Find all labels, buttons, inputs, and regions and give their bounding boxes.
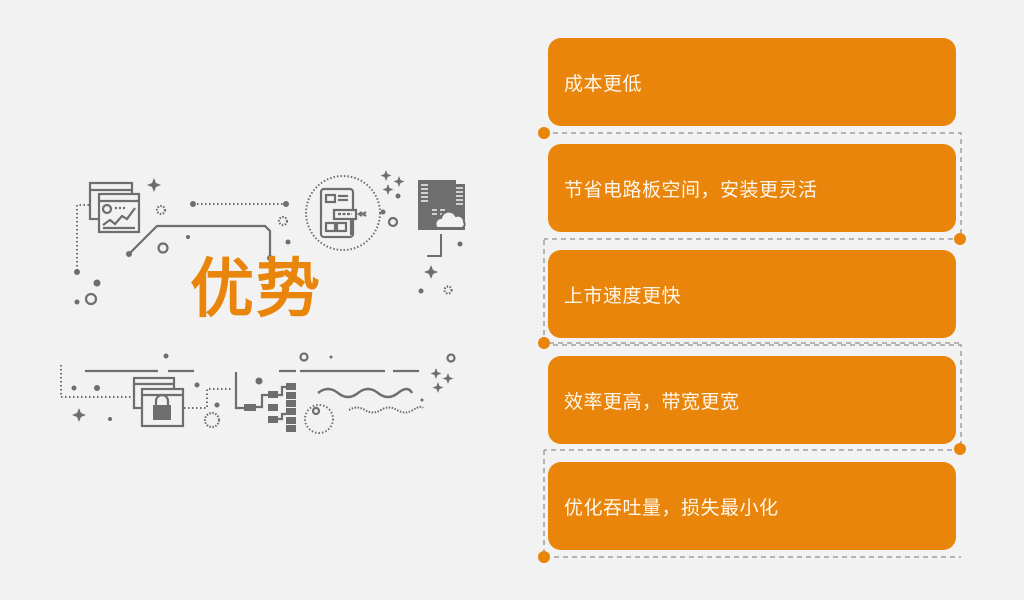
sparkle-icon xyxy=(72,170,454,422)
advantage-card-speed: 上市速度更快 xyxy=(548,250,956,338)
advantage-card-efficiency: 效率更高，带宽更宽 xyxy=(548,356,956,444)
advantage-card-cost: 成本更低 xyxy=(548,38,956,126)
page-title: 优势 xyxy=(190,253,322,327)
advantage-label: 优化吞吐量，损失最小化 xyxy=(564,496,779,519)
connector-dot xyxy=(954,443,966,455)
wave-line-icon xyxy=(317,387,414,399)
locked-window-icon xyxy=(132,376,185,428)
advantage-label: 节省电路板空间，安装更灵活 xyxy=(564,178,818,201)
connector-dot xyxy=(538,551,550,563)
cloud-server-building-icon xyxy=(418,180,466,257)
advantage-card-throughput: 优化吞吐量，损失最小化 xyxy=(548,462,956,550)
tech-illustration xyxy=(60,170,466,434)
advantage-label: 上市速度更快 xyxy=(564,284,682,307)
network-tree-icon xyxy=(234,372,296,432)
advantage-label: 效率更高，带宽更宽 xyxy=(564,390,740,413)
advantage-label: 成本更低 xyxy=(564,72,643,95)
connector-dot xyxy=(538,127,550,139)
analytics-window-icon xyxy=(88,181,141,234)
connector-dot xyxy=(538,337,550,349)
advantage-card-space: 节省电路板空间，安装更灵活 xyxy=(548,144,956,232)
connector-dot xyxy=(954,233,966,245)
